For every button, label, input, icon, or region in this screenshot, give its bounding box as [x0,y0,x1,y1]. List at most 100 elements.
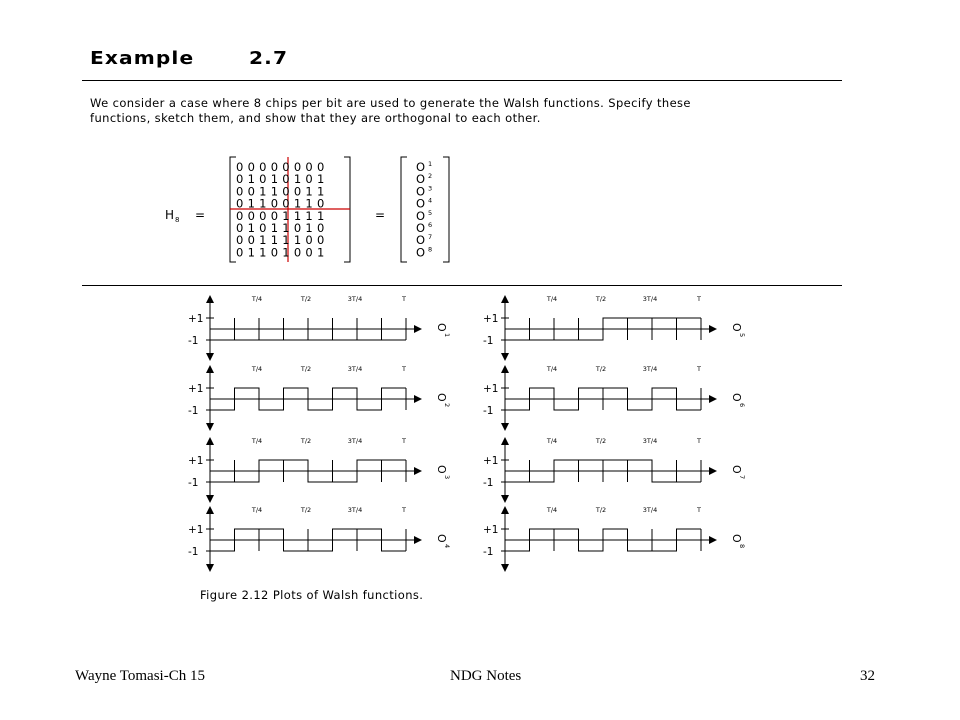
x-tick-label: T [696,295,701,303]
y-axis-arrow-down [206,353,214,361]
vector-symbol: O [416,160,425,174]
top-divider [82,80,842,81]
y-axis-arrow-down [206,423,214,431]
y-axis-arrow-up [501,506,509,514]
x-tick-label: T [401,365,406,373]
function-symbol: O [730,323,743,332]
y-label-minus-one: -1 [483,405,493,417]
y-label-minus-one: -1 [188,405,198,417]
x-tick-label: T/4 [251,437,262,445]
y-axis-arrow-up [206,506,214,514]
matrix-subscript: 8 [175,216,179,224]
y-label-plus-one: +1 [483,383,498,395]
x-tick-label: T/4 [251,295,262,303]
y-axis-arrow-down [206,495,214,503]
function-label: O2 [435,393,451,407]
function-index: 4 [443,544,451,548]
y-axis-arrow-up [501,437,509,445]
function-symbol: O [435,465,448,474]
function-label: O3 [435,465,451,479]
matrix-row: 0 1 0 1 0 1 0 1 [236,172,325,186]
function-label: O4 [435,534,451,548]
y-axis-arrow-down [501,353,509,361]
footer-center: NDG Notes [450,668,522,684]
vector-index: 8 [428,245,432,253]
x-tick-label: T [696,365,701,373]
middle-divider [82,285,842,286]
x-axis-arrow [414,536,422,544]
vector-index: 4 [428,197,432,205]
matrix-row: 0 1 1 0 0 1 1 0 [236,197,325,211]
x-tick-label: T/2 [300,365,311,373]
figure-caption: Figure 2.12 Plots of Walsh functions. [200,588,424,602]
matrix-equals-2: = [375,208,385,222]
x-tick-label: T/4 [251,506,262,514]
function-label: O8 [730,534,746,548]
slide-title: Example 2.7 [90,48,287,69]
x-tick-label: T [696,506,701,514]
function-index: 2 [443,403,451,407]
function-label: O6 [730,393,746,407]
x-tick-label: T [401,506,406,514]
y-axis-arrow-up [501,365,509,373]
x-tick-label: 3T/4 [643,365,657,373]
y-label-minus-one: -1 [483,546,493,558]
vector-symbol: O [416,209,425,223]
matrix-row: 0 0 1 1 1 1 0 0 [236,233,325,247]
function-symbol: O [435,393,448,402]
vector-symbol: O [416,245,425,259]
y-label-minus-one: -1 [188,335,198,347]
y-axis-arrow-down [501,564,509,572]
vector-index: 5 [428,209,432,217]
y-axis-arrow-down [206,564,214,572]
y-label-plus-one: +1 [188,524,203,536]
x-tick-label: T/2 [300,437,311,445]
function-symbol: O [435,534,448,543]
matrix-row: 0 0 0 0 0 0 0 0 [236,160,325,174]
x-tick-label: T/4 [251,365,262,373]
x-tick-label: T/4 [546,437,557,445]
function-index: 8 [738,544,746,548]
y-label-minus-one: -1 [188,477,198,489]
y-label-plus-one: +1 [188,313,203,325]
function-symbol: O [730,534,743,543]
y-axis-arrow-up [206,295,214,303]
y-label-plus-one: +1 [483,313,498,325]
vector-index: 3 [428,184,432,192]
vector-symbol: O [416,197,425,211]
y-axis-arrow-up [206,365,214,373]
function-label: O1 [435,323,451,337]
function-index: 5 [738,333,746,337]
x-axis-arrow [709,325,717,333]
y-label-minus-one: -1 [483,477,493,489]
vector-symbol: O [416,233,425,247]
matrix-row: 0 0 1 1 0 0 1 1 [236,184,325,198]
x-axis-arrow [414,467,422,475]
x-tick-label: T [401,295,406,303]
x-tick-label: 3T/4 [348,437,362,445]
x-tick-label: 3T/4 [348,365,362,373]
x-axis-arrow [414,325,422,333]
x-tick-label: T/2 [595,295,606,303]
matrix-row: 0 1 0 1 1 0 1 0 [236,221,325,235]
footer-page-number: 32 [860,668,875,684]
x-tick-label: T/2 [595,365,606,373]
y-label-plus-one: +1 [483,455,498,467]
matrix-row: 0 0 0 0 1 1 1 1 [236,209,325,223]
x-tick-label: T/4 [546,506,557,514]
x-tick-label: T/2 [300,295,311,303]
x-tick-label: T/4 [546,295,557,303]
y-label-plus-one: +1 [483,524,498,536]
function-index: 3 [443,475,451,479]
function-label: O5 [730,323,746,337]
function-index: 6 [738,403,746,407]
function-label: O7 [730,465,746,479]
hadamard-matrix: H 8 = = 0 0 0 0 0 0 0 00 1 0 1 0 1 0 10 … [165,156,450,263]
